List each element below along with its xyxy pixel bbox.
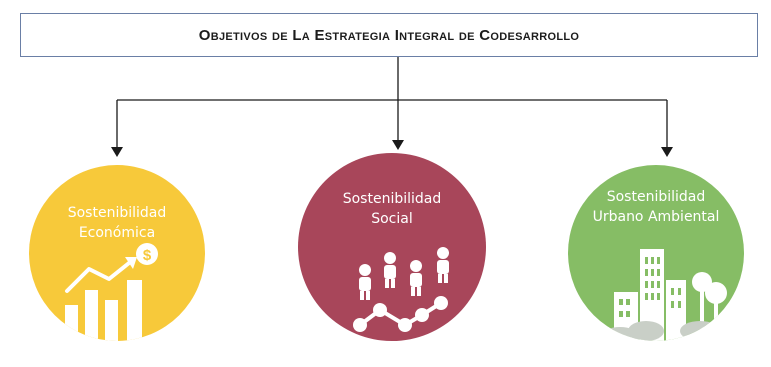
growth-chart-icon: $ (65, 243, 158, 341)
diagram-title: Objetivos de La Estrategia Integral de C… (198, 26, 580, 44)
node-social-label: Sostenibilidad Social (298, 189, 486, 229)
node-urbano-ambiental-line1: Sostenibilidad (606, 189, 706, 205)
node-urbano-ambiental-line2: Urbano Ambiental (592, 209, 720, 225)
node-social: Sostenibilidad Social (298, 153, 486, 341)
city-trees-icon (602, 249, 740, 341)
node-urbano-ambiental: Sostenibilidad Urbano Ambiental (568, 165, 744, 341)
node-economica-line2: Económica (78, 225, 156, 241)
arrowhead-center (392, 140, 404, 150)
currency-symbol: $ (143, 247, 152, 264)
people-network-icon (353, 247, 449, 332)
arrowhead-right (661, 147, 673, 157)
node-economica: Sostenibilidad Económica $ (29, 165, 205, 341)
title-box: Objetivos de La Estrategia Integral de C… (20, 13, 758, 57)
node-urbano-ambiental-label: Sostenibilidad Urbano Ambiental (568, 187, 744, 227)
node-economica-line1: Sostenibilidad (67, 205, 167, 221)
arrowhead-left (111, 147, 123, 157)
node-economica-label: Sostenibilidad Económica (29, 203, 205, 243)
node-social-line2: Social (371, 211, 413, 227)
node-social-line1: Sostenibilidad (342, 191, 442, 207)
